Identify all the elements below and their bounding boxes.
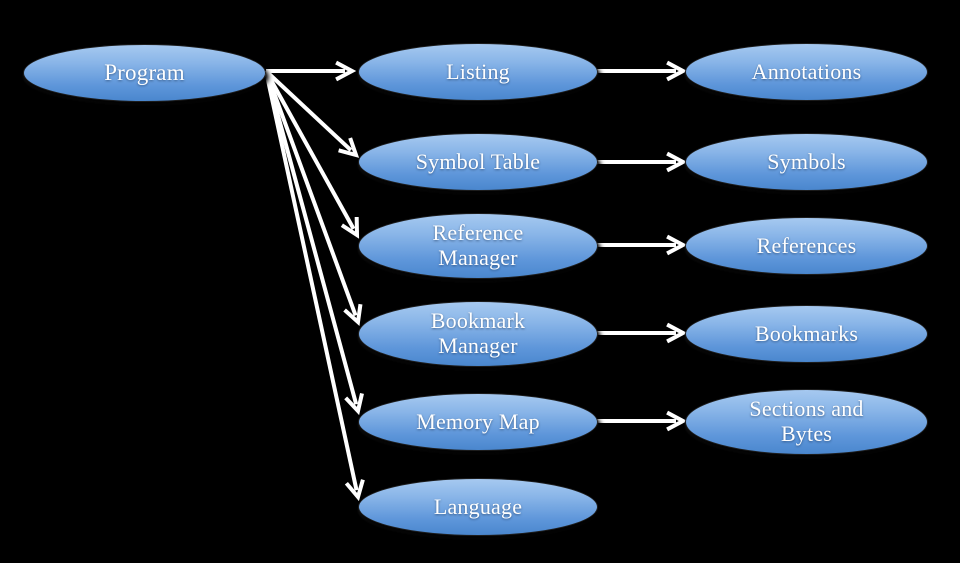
e-listing-annot-arrowhead [666,60,688,82]
node-symbols[interactable]: Symbols [685,133,928,191]
e-bkmgr-bookmarks-arrowhead [666,322,688,344]
node-label-bookmarks: Bookmarks [754,320,859,346]
e-program-listing [266,60,357,82]
e-program-refmgr-shaft [264,70,356,230]
e-refmgr-refs-arrowhead [666,234,688,256]
node-bkmgr[interactable]: Bookmark Manager [358,301,598,367]
node-refmgr[interactable]: Reference Manager [358,213,598,279]
node-label-secbytes: Sections and Bytes [749,396,864,446]
e-bkmgr-bookmarks [596,322,688,344]
e-program-language-shaft [264,70,359,491]
node-secbytes[interactable]: Sections and Bytes [685,389,928,455]
node-label-refs: References [756,232,857,258]
e-program-memmap-shaft [264,70,359,405]
node-label-language: Language [433,493,523,519]
e-program-symtab-arrowhead [338,137,360,158]
e-program-memmap [264,70,364,416]
e-listing-annot [596,60,688,82]
e-program-refmgr [264,70,360,239]
node-program[interactable]: Program [23,44,266,102]
e-symtab-symbols-arrowhead [666,151,688,173]
node-label-symtab: Symbol Table [415,148,541,174]
e-program-language [264,70,365,502]
e-refmgr-refs [596,234,688,256]
e-program-symtab-shaft [264,69,353,152]
node-listing[interactable]: Listing [358,43,598,101]
e-program-bkmgr [264,70,363,326]
node-label-memmap: Memory Map [416,408,540,434]
node-annot[interactable]: Annotations [685,43,928,101]
e-memmap-secbytes [596,410,688,432]
e-program-bkmgr-shaft [264,70,358,317]
e-program-listing-arrowhead [335,60,357,82]
node-bookmarks[interactable]: Bookmarks [685,305,928,363]
node-label-symbols: Symbols [767,148,846,174]
node-memmap[interactable]: Memory Map [358,393,598,451]
e-memmap-secbytes-arrowhead [666,410,688,432]
node-label-annot: Annotations [751,58,862,84]
e-program-refmgr-arrowhead [340,216,360,239]
node-label-listing: Listing [446,58,510,84]
node-language[interactable]: Language [358,478,598,536]
e-program-symtab [264,69,360,158]
node-label-program: Program [104,60,185,86]
node-label-bkmgr: Bookmark Manager [430,308,526,358]
e-program-language-arrowhead [344,479,365,502]
e-program-bkmgr-arrowhead [343,303,363,326]
e-symtab-symbols [596,151,688,173]
node-label-refmgr: Reference Manager [432,220,524,270]
node-symtab[interactable]: Symbol Table [358,133,598,191]
node-refs[interactable]: References [685,217,928,275]
e-program-memmap-arrowhead [344,393,364,416]
